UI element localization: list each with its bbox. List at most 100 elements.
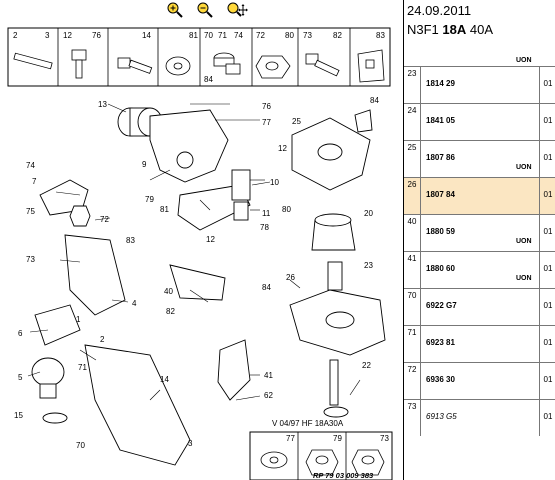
callout-label: 78 (260, 223, 269, 232)
part-quantity: 01 (539, 178, 555, 214)
callout-label: 14 (160, 375, 169, 384)
table-row[interactable]: 70 6922 G7 01 (404, 288, 555, 325)
strip-label: 71 (218, 31, 227, 40)
part-reference: 6913 G5 (426, 412, 457, 421)
callout-label: 77 (262, 118, 271, 127)
table-row[interactable]: 73 6913 G5 01 (404, 399, 555, 436)
callout-label: 72 (100, 215, 109, 224)
strip-label: 2 (13, 31, 18, 40)
row-index: 24 (404, 104, 421, 140)
callout-label: 41 (264, 371, 273, 380)
callout-label: 7 (32, 177, 37, 186)
part-reference: 1807 84 (426, 190, 455, 199)
callout-label: 73 (26, 255, 35, 264)
callout-label: 26 (286, 273, 295, 282)
exploded-diagram: 2 3 12 76 14 81 70 71 74 84 72 80 73 82 … (0, 20, 403, 480)
strip-label: 76 (92, 31, 101, 40)
part-quantity: 01 (539, 326, 555, 362)
strip-label: 84 (204, 75, 213, 84)
row-index: 23 (404, 67, 421, 103)
zoom-in-icon[interactable] (166, 1, 184, 19)
part-reference: 1841 05 (426, 116, 455, 125)
callout-label: 12 (206, 235, 215, 244)
part-quantity: 01 (539, 141, 555, 177)
zoom-move-icon[interactable] (226, 1, 248, 19)
model-prefix: N3F1 (407, 22, 439, 37)
part-reference: 1807 86 (426, 153, 455, 162)
callout-label: 15 (14, 411, 23, 420)
strip-label: 70 (204, 31, 213, 40)
strip-label: 73 (380, 434, 389, 443)
strip-label: 73 (303, 31, 312, 40)
row-index: 40 (404, 215, 421, 251)
row-index: 73 (404, 400, 421, 436)
part-quantity: 01 (539, 363, 555, 399)
strip-label: 83 (376, 31, 385, 40)
uon-tag: UON (516, 275, 532, 282)
part-quantity: 01 (539, 215, 555, 251)
panel-header: 24.09.2011 N3F1 18A 40A (404, 0, 555, 66)
callout-label: 84 (370, 96, 379, 105)
strip-label: 74 (234, 31, 243, 40)
parts-strip-top: 2 3 12 76 14 81 70 71 74 84 72 80 73 82 … (7, 27, 391, 87)
callout-label: 4 (132, 299, 137, 308)
parts-drawing (31, 107, 386, 466)
callout-label: 80 (282, 205, 291, 214)
callout-label: 10 (270, 178, 279, 187)
parts-strip-bottom: 77 79 73 (249, 431, 393, 480)
row-index: 70 (404, 289, 421, 325)
callout-label: 82 (166, 307, 175, 316)
part-reference: 6923 81 (426, 338, 455, 347)
callout-label: 40 (164, 287, 173, 296)
model-code: N3F1 18A 40A (407, 22, 493, 37)
callout-label: 71 (78, 363, 87, 372)
diagram-svg: 2 3 12 76 14 81 70 71 74 84 72 80 73 82 … (7, 27, 393, 480)
model-suffix: 40A (469, 22, 494, 37)
callout-label: 25 (292, 117, 301, 126)
strip-label: 79 (333, 434, 342, 443)
callout-label: 83 (126, 236, 135, 245)
toolbar (0, 0, 403, 20)
row-index: 72 (404, 363, 421, 399)
row-index: 26 (404, 178, 421, 214)
strip-label: 12 (63, 31, 72, 40)
callout-label: 22 (362, 361, 371, 370)
callout-label: 2 (100, 335, 105, 344)
uon-tag: UON (516, 164, 532, 171)
part-reference: 1880 60 (426, 264, 455, 273)
callout-label: 23 (364, 261, 373, 270)
row-index: 71 (404, 326, 421, 362)
version-note: V 04/97 HF 18A30A (272, 419, 344, 428)
callout-label: 74 (26, 161, 35, 170)
strip-label: 72 (256, 31, 265, 40)
callout-label: 9 (142, 160, 147, 169)
callout-label: 79 (145, 195, 154, 204)
part-reference: 1814 29 (426, 79, 455, 88)
callout-label: 62 (264, 391, 273, 400)
callout-label: 11 (262, 209, 271, 218)
row-index: 41 (404, 252, 421, 288)
part-reference: 6922 G7 (426, 301, 457, 310)
table-row[interactable]: 26 1807 84 01 (404, 177, 555, 214)
part-quantity: 01 (539, 400, 555, 436)
callout-label: 12 (278, 144, 287, 153)
callout-label: 13 (98, 100, 107, 109)
part-reference: 1880 59 (426, 227, 455, 236)
uon-tag: UON (516, 57, 532, 64)
strip-label: 81 (189, 31, 198, 40)
part-quantity: 01 (539, 252, 555, 288)
table-row[interactable]: 71 6923 81 01 (404, 325, 555, 362)
callout-label: 81 (160, 205, 169, 214)
callout-label: 6 (18, 329, 23, 338)
strip-label: 14 (142, 31, 151, 40)
part-quantity: 01 (539, 289, 555, 325)
zoom-out-icon[interactable] (196, 1, 214, 19)
